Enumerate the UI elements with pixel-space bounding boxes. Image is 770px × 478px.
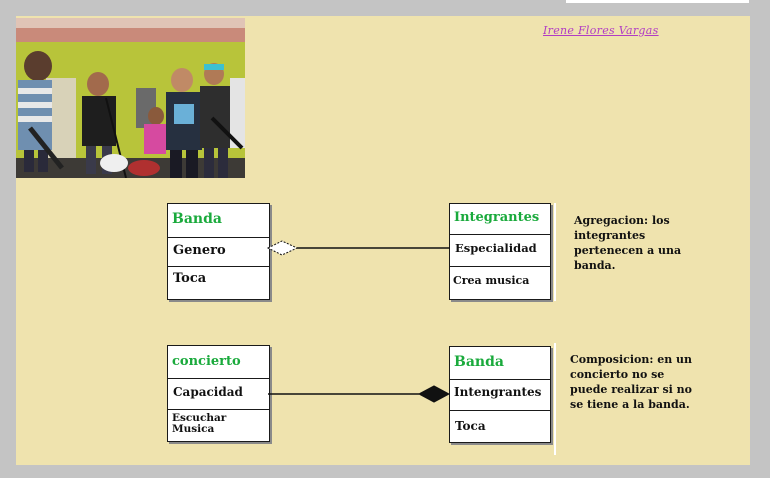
slide-canvas: Irene Flores Vargas (16, 16, 750, 465)
aggregation-note: Agregacion: los integrantes pertenecen a… (574, 214, 682, 272)
class-title: Banda (454, 354, 504, 370)
class-attribute: Capacidad (168, 378, 269, 409)
band-photo (16, 18, 245, 178)
class-attribute: Crea musica (450, 266, 550, 298)
class-attribute: Genero (168, 237, 269, 266)
class-concierto: concierto Capacidad Escuchar Musica (167, 345, 270, 442)
class-title: Integrantes (454, 210, 540, 225)
class-attribute: Intengrantes (450, 379, 550, 410)
composition-connector (268, 385, 451, 403)
composition-note: Composicion: en un concierto no se puede… (570, 353, 693, 411)
top-strip (566, 0, 749, 3)
class-attribute: Toca (168, 266, 269, 298)
class-title: concierto (172, 354, 241, 369)
class-attribute: Escuchar Musica (168, 409, 269, 440)
relationship-lines (266, 240, 451, 403)
band-photo-image (16, 18, 245, 178)
class-banda-composite: Banda Intengrantes Toca (449, 346, 551, 443)
class-title: Banda (172, 211, 222, 227)
divider-line (554, 203, 556, 301)
divider-line (554, 343, 556, 455)
class-attribute: Toca (450, 410, 550, 441)
author-name: Irene Flores Vargas (543, 24, 659, 37)
class-integrantes: Integrantes Especialidad Crea musica (449, 203, 551, 300)
class-attribute: Especialidad (450, 234, 550, 266)
class-banda: Banda Genero Toca (167, 203, 270, 300)
aggregation-connector (266, 240, 450, 256)
